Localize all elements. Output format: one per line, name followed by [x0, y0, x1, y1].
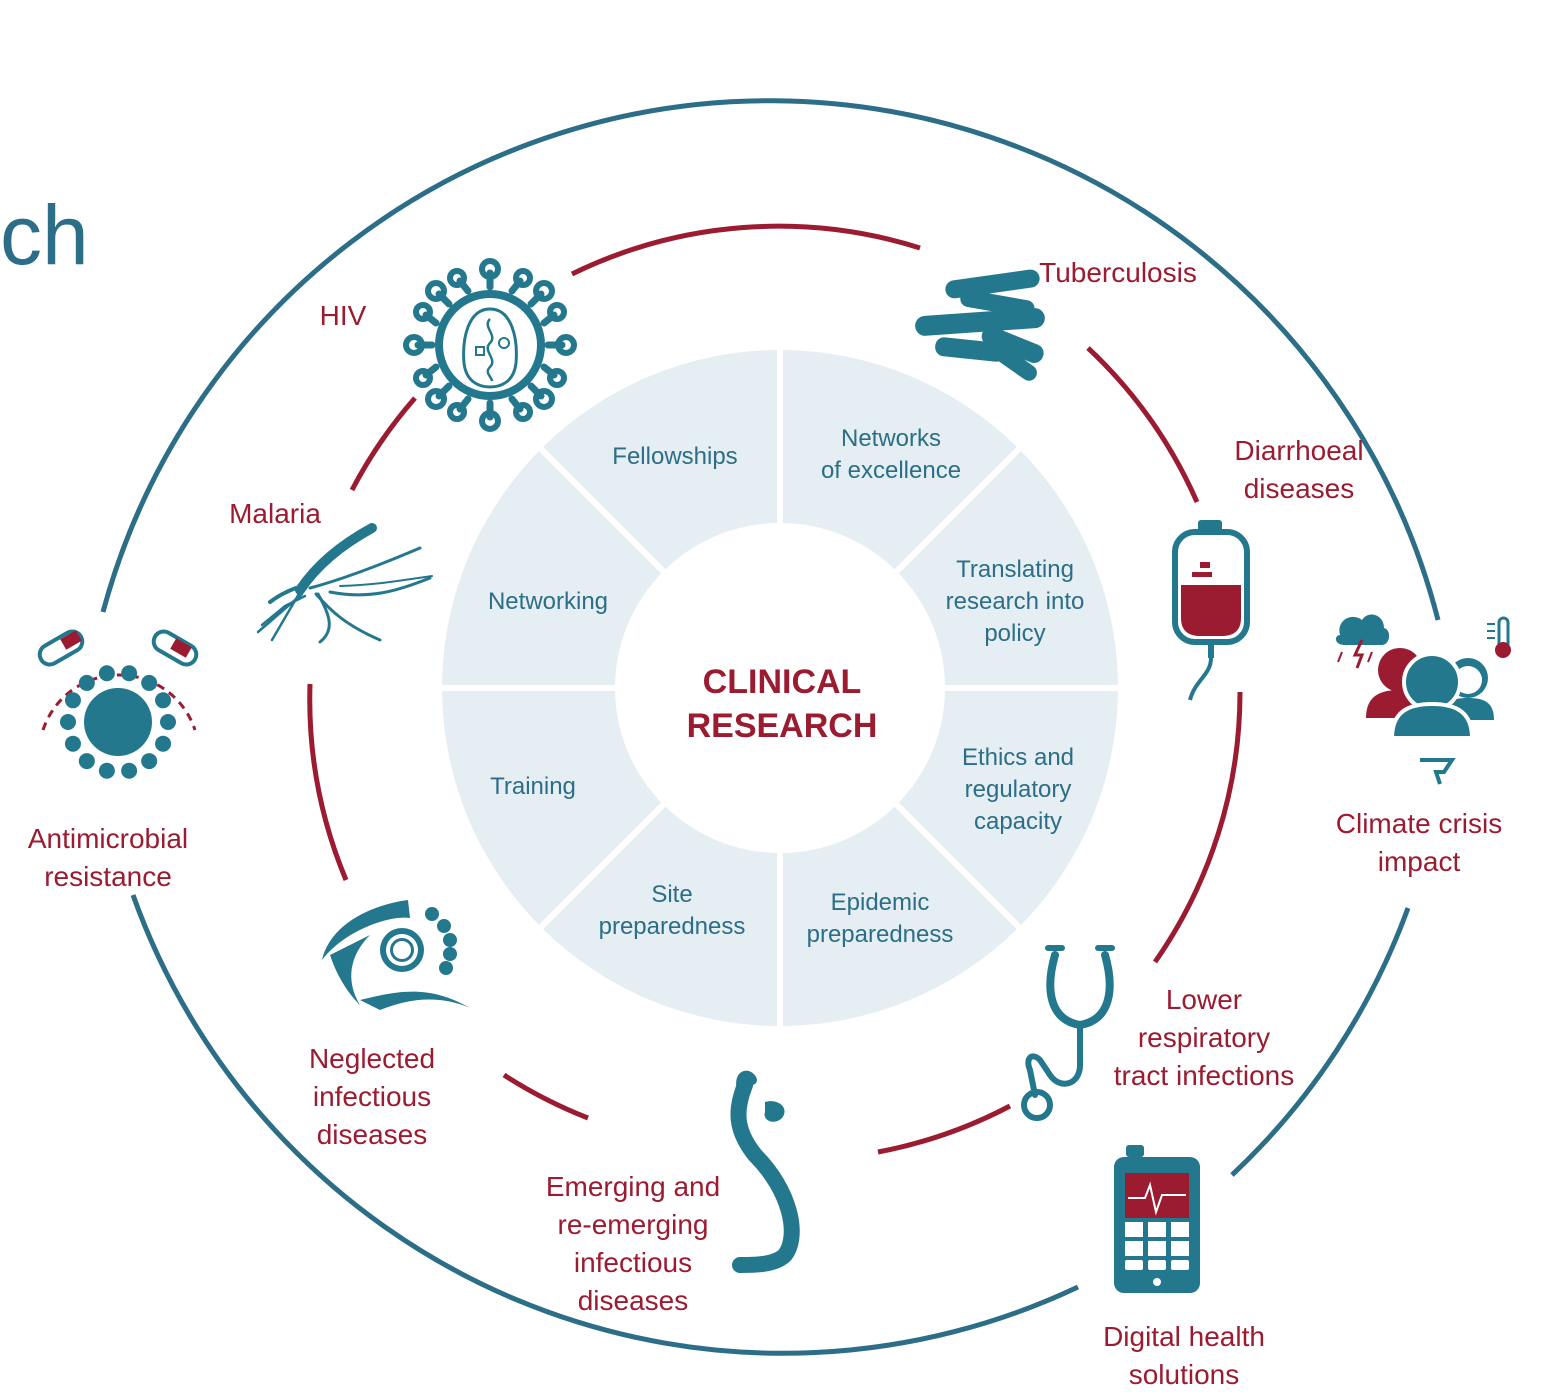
- label-malaria: Malaria: [229, 498, 321, 529]
- amr-spike: [141, 674, 158, 691]
- antimicrobial-icon: [30, 629, 206, 806]
- bacteria-icon: [915, 269, 1045, 381]
- wheel-segment: [782, 350, 1017, 570]
- label-antimicrobial-resistance: Antimicrobial resistance: [27, 823, 189, 892]
- tablet-ecg-icon: [1114, 1145, 1200, 1293]
- label-tuberculosis: Tuberculosis: [1039, 257, 1197, 288]
- wheel-segment: [543, 350, 778, 570]
- wheel-segment: [543, 806, 778, 1026]
- amr-spike: [141, 753, 158, 770]
- amr-spike: [121, 665, 138, 682]
- label-lower-respiratory: Lower respiratory tract infections: [1113, 984, 1295, 1091]
- mosquito-icon: [256, 523, 433, 644]
- segment-networking: Networking: [487, 588, 609, 615]
- amr-spike: [64, 692, 81, 709]
- segment-translating-research: Translating research into policy: [945, 556, 1085, 647]
- label-diarrhoeal: Diarrhoeal diseases: [1234, 435, 1364, 504]
- worm-icon: [730, 1070, 800, 1273]
- parasite-icon: [322, 900, 470, 1010]
- segment-epidemic-preparedness: Epidemic preparedness: [806, 889, 954, 948]
- amr-spike: [160, 714, 176, 730]
- segment-fellowships: Fellowships: [612, 443, 738, 470]
- label-climate-crisis: Climate crisis impact: [1335, 808, 1503, 877]
- wheel-segment: [898, 451, 1118, 686]
- center-label: CLINICAL RESEARCH: [686, 663, 878, 745]
- iv-bag-icon: [1172, 520, 1250, 701]
- outer-ring: [100, 98, 1441, 1356]
- amr-spike: [155, 735, 172, 752]
- segment-ethics-regulatory: Ethics and regulatory capacity: [961, 744, 1075, 835]
- label-hiv: HIV: [319, 300, 367, 331]
- wheel-segment: [442, 690, 662, 925]
- amr-spike: [78, 753, 95, 770]
- amr-spike: [98, 762, 115, 779]
- amr-spike: [121, 762, 138, 779]
- amr-spike: [64, 735, 81, 752]
- amr-spike: [98, 665, 115, 682]
- virus-icon: [403, 258, 577, 432]
- wheel-segment: [442, 451, 662, 686]
- segment-site-preparedness: Site preparedness: [598, 881, 746, 940]
- amr-spike: [155, 692, 172, 709]
- amr-spike: [78, 674, 95, 691]
- wheel-segment: [782, 806, 1017, 1026]
- stethoscope-icon: [1021, 945, 1115, 1121]
- label-digital-health: Digital health solutions: [1103, 1321, 1265, 1390]
- segment-training: Training: [490, 773, 576, 800]
- segment-wheel: [442, 350, 1118, 1026]
- amr-spike: [60, 714, 76, 730]
- label-emerging: Emerging and re-emerging infectious dise…: [545, 1171, 721, 1316]
- label-neglected: Neglected infectious diseases: [308, 1043, 436, 1150]
- inner-ring: [307, 223, 1243, 1155]
- heading-fragment: ch: [0, 188, 89, 282]
- climate-people-icon: [1335, 614, 1511, 785]
- segment-networks-of-excellence: Networks of excellence: [820, 425, 962, 484]
- wheel-segment: [898, 690, 1118, 925]
